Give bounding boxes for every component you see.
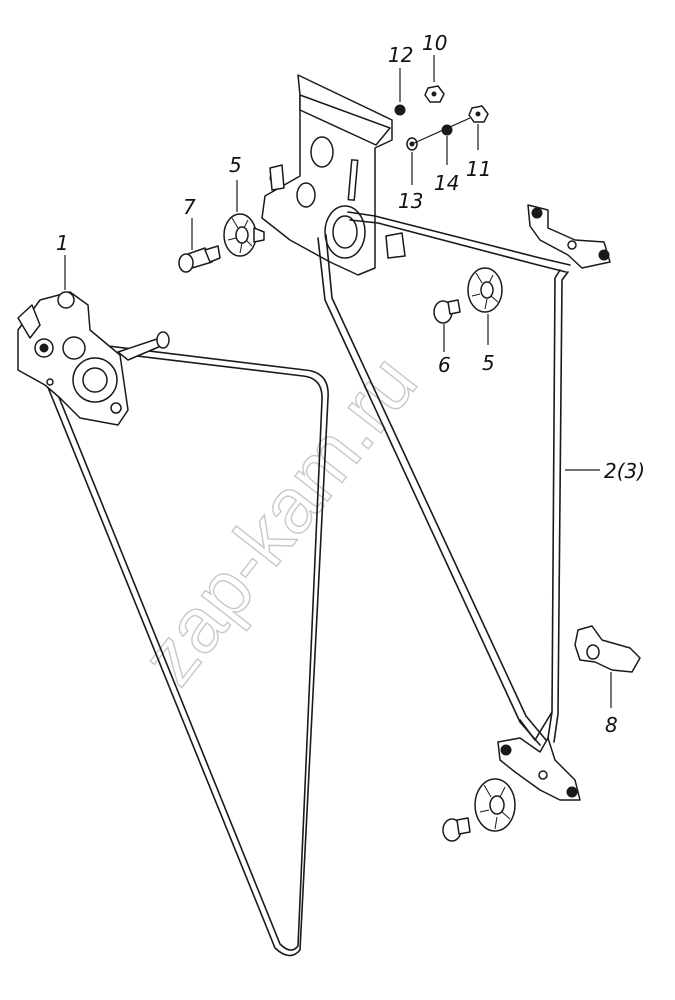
guide-rail <box>317 211 571 746</box>
callout-5-upper-left: 5 <box>229 153 242 177</box>
lower-right-bracket <box>497 737 581 801</box>
roller-upper-right <box>467 267 503 313</box>
callout-8: 8 <box>605 713 618 737</box>
callout-7: 7 <box>183 195 196 219</box>
callout-11: 11 <box>466 157 491 181</box>
callout-5-upper-right: 5 <box>482 351 495 375</box>
fasteners <box>394 85 489 151</box>
watermark-text: zap-kam.ru <box>124 339 434 701</box>
callout-2-3: 2(3) <box>604 459 645 483</box>
callout-labels: 1 2(3) 5 5 6 7 8 10 11 12 13 14 <box>56 31 645 737</box>
left-cable-loop <box>44 344 329 957</box>
roller-lower <box>474 778 516 832</box>
roller-upper-left <box>223 213 265 257</box>
regulator-mechanism <box>17 291 170 426</box>
callout-12: 12 <box>388 43 413 67</box>
callout-10: 10 <box>422 31 447 55</box>
upper-mounting-bracket <box>261 74 406 276</box>
clip-8 <box>574 625 641 673</box>
callout-6: 6 <box>438 353 451 377</box>
bolt-7 <box>178 245 221 273</box>
upper-right-bracket <box>527 204 611 269</box>
callout-1: 1 <box>56 231 69 255</box>
callout-13: 13 <box>398 189 423 213</box>
bolt-6 <box>433 299 461 324</box>
callout-14: 14 <box>434 171 459 195</box>
leader-lines <box>64 55 612 708</box>
bolt-lower <box>442 817 471 842</box>
